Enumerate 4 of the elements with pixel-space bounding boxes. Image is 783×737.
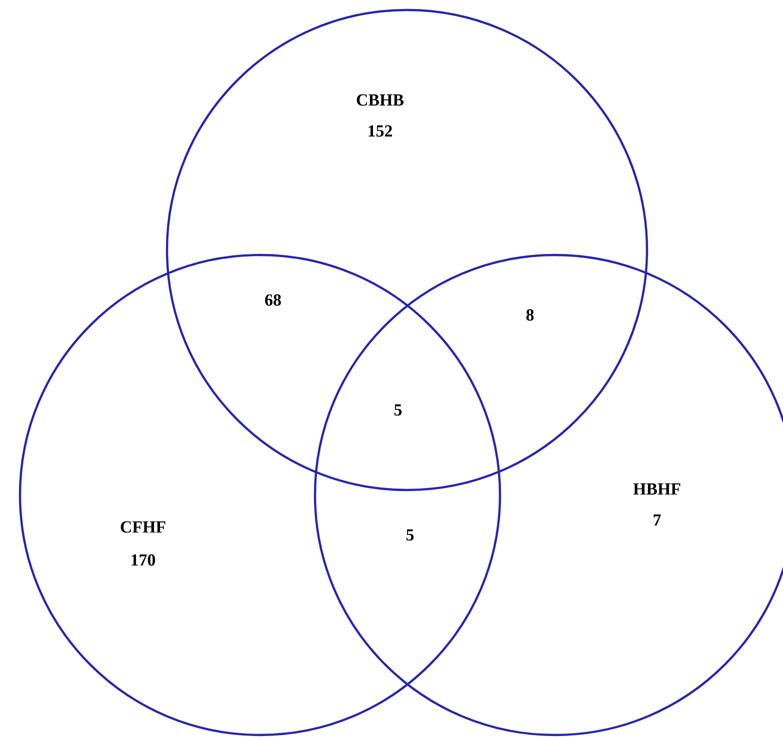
region-count: 5 (406, 529, 414, 541)
region-count: 68 (265, 294, 281, 306)
region-count: 8 (526, 309, 534, 321)
region-count: 5 (394, 404, 402, 416)
